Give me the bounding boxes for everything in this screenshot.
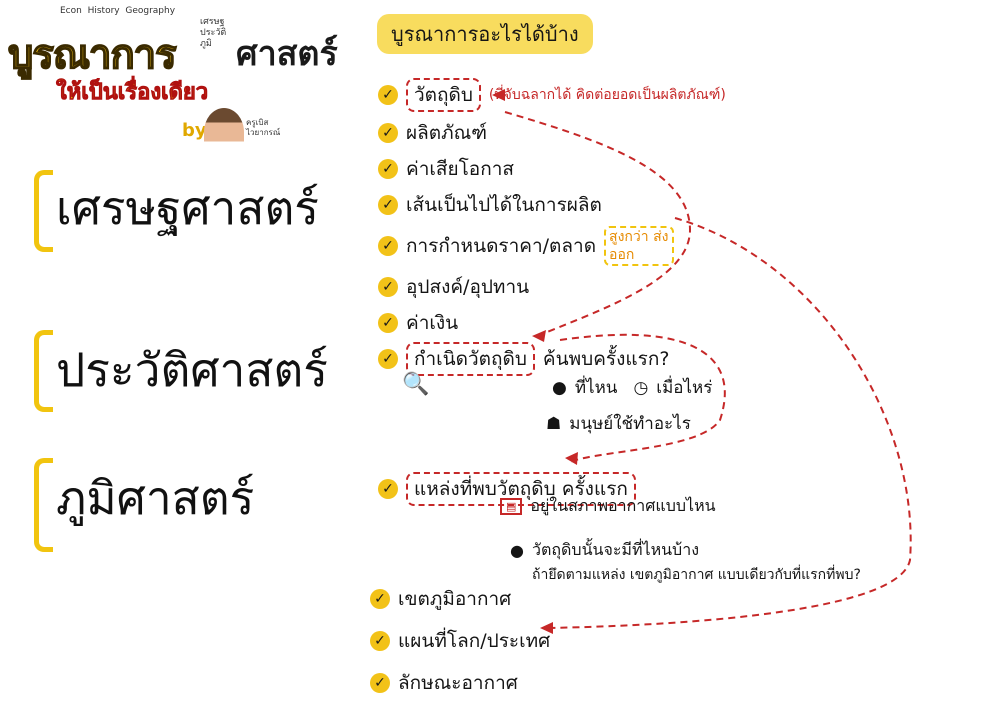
- bracket-history: [34, 330, 53, 412]
- check-icon: ✓: [370, 589, 390, 609]
- history-usage: ☗ มนุษย์ใช้ทำอะไร: [546, 410, 691, 437]
- list-item: ✓ การกำหนดราคา/ตลาด สูงกว่า ส่งออก: [378, 226, 726, 266]
- magnifier-icon: 🔍: [402, 372, 430, 397]
- check-icon: ✓: [370, 673, 390, 693]
- bracket-geography: [34, 458, 53, 552]
- history-item: ✓ กำเนิดวัตถุดิบ ค้นพบครั้งแรก?: [378, 342, 669, 376]
- connector-history-to-geo: [559, 333, 726, 463]
- check-icon: ✓: [378, 349, 398, 369]
- check-icon: ✓: [378, 236, 398, 256]
- item-text: แผนที่โลก/ประเทศ: [398, 630, 551, 652]
- clock-icon: ◷: [633, 377, 649, 398]
- section-title: บูรณาการอะไรได้บ้าง: [377, 14, 593, 54]
- check-icon: ✓: [378, 159, 398, 179]
- check-icon: ✓: [378, 277, 398, 297]
- check-icon: ✓: [378, 195, 398, 215]
- list-item: ✓ อุปสงค์/อุปทาน: [378, 272, 726, 302]
- geography-list: ✓ เขตภูมิอากาศ ✓ แผนที่โลก/ประเทศ ✓ ลักษ…: [370, 584, 550, 698]
- raw-material-box: วัตถุดิบ: [406, 78, 481, 112]
- arrowhead: [540, 622, 553, 634]
- item-text: เขตภูมิอากาศ: [398, 588, 512, 610]
- author-name-text: ครูเบิส: [246, 118, 269, 127]
- check-icon: ✓: [378, 85, 398, 105]
- location-pin-icon: ●: [510, 541, 524, 560]
- connector-price-to-map: [547, 217, 912, 629]
- map-icon: ▤: [500, 498, 523, 515]
- item-text: อุปสงค์/อุปทาน: [406, 276, 530, 298]
- item-text: ค่าเงิน: [406, 312, 459, 334]
- location-pin-icon: ●: [552, 377, 567, 398]
- origin-box: กำเนิดวัตถุดิบ: [406, 342, 535, 376]
- history-usage-text: มนุษย์ใช้ทำอะไร: [569, 414, 691, 434]
- subject-economics: เศรษฐศาสตร์: [56, 181, 320, 235]
- check-icon: ✓: [378, 313, 398, 333]
- geography-where-else: ● วัตถุดิบนั้นจะมีที่ไหนบ้าง: [510, 538, 699, 563]
- list-item: ✓ วัตถุดิบ (ที่จับฉลากได้ คิดต่อยอดเป็นผ…: [378, 78, 726, 112]
- item-text: ผลิตภัณฑ์: [406, 122, 488, 144]
- geography-question: ถ้ายึดตามแหล่ง เขตภูมิอากาศ แบบเดียวกับท…: [532, 567, 861, 583]
- list-item: ✓ ลักษณะอากาศ: [370, 668, 550, 698]
- byline: by: [182, 120, 207, 141]
- subtitle: ให้เป็นเรื่องเดียว: [56, 80, 209, 106]
- title-integration: บูรณาการ: [7, 31, 177, 79]
- history-where: ที่ไหน: [574, 378, 618, 398]
- economics-list: ✓ วัตถุดิบ (ที่จับฉลากได้ คิดต่อยอดเป็นผ…: [378, 78, 726, 338]
- list-item: ✓ ค่าเงิน: [378, 308, 726, 338]
- item-text: การกำหนดราคา/ตลาด: [406, 235, 597, 257]
- subject-history: ประวัติศาสตร์: [56, 343, 329, 397]
- list-item: ✓ เขตภูมิอากาศ: [370, 584, 550, 614]
- arrowhead: [532, 330, 546, 342]
- list-item: ✓ ค่าเสียโอกาส: [378, 154, 726, 184]
- geography-climate-line: ▤ อยู่ในสภาพอากาศแบบไหน: [500, 494, 716, 519]
- check-icon: ✓: [378, 123, 398, 143]
- connector-econ-to-history: [504, 111, 692, 336]
- arrowhead: [565, 452, 578, 465]
- list-item: ✓ ผลิตภัณฑ์: [378, 118, 726, 148]
- author-name: ครูเบิส ไวยากรณ์: [246, 118, 280, 138]
- arrowhead: [492, 89, 505, 101]
- item-text: ค่าเสียโอกาส: [406, 158, 514, 180]
- title-sciences: ศาสตร์: [236, 34, 338, 74]
- list-item: ✓ แผนที่โลก/ประเทศ: [370, 626, 550, 656]
- history-when: เมื่อไหร่: [656, 378, 713, 398]
- climate-text: อยู่ในสภาพอากาศแบบไหน: [530, 496, 716, 515]
- item-text: ลักษณะอากาศ: [398, 672, 518, 694]
- list-item: ✓ เส้นเป็นไปได้ในการผลิต: [378, 190, 726, 220]
- item-text: เส้นเป็นไปได้ในการผลิต: [406, 194, 602, 216]
- economics-note: (ที่จับฉลากได้ คิดต่อยอดเป็นผลิตภัณฑ์): [488, 87, 726, 103]
- doodle-subject-words: Econ History Geography เศรษฐ ประวัติ ภูม…: [60, 6, 227, 49]
- price-note: สูงกว่า ส่งออก: [604, 226, 675, 266]
- check-icon: ✓: [378, 479, 398, 499]
- author-avatar: [204, 108, 244, 156]
- history-where-when: ● ที่ไหน ◷ เมื่อไหร่: [552, 374, 712, 401]
- history-question: ค้นพบครั้งแรก?: [542, 348, 670, 370]
- check-icon: ✓: [370, 631, 390, 651]
- person-icon: ☗: [546, 413, 562, 434]
- bracket-economics: [34, 170, 53, 252]
- author-caption: ไวยากรณ์: [246, 128, 281, 137]
- where-else-text: วัตถุดิบนั้นจะมีที่ไหนบ้าง: [531, 540, 699, 559]
- subject-geography: ภูมิศาสตร์: [56, 471, 255, 525]
